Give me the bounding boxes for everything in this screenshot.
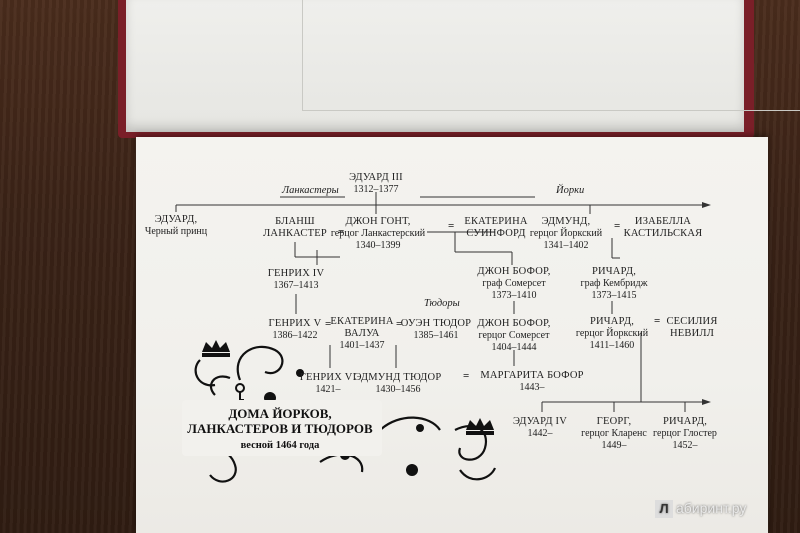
- person-name: МАРГАРИТА БОФОР: [480, 370, 584, 381]
- person-title: герцог Ланкастерский: [330, 228, 426, 239]
- person-title: Черный принц: [144, 226, 208, 237]
- plate-line-1: ДОМА ЙОРКОВ,: [228, 406, 332, 421]
- person-name: ДЖОН ГОНТ,: [345, 216, 411, 227]
- person-name: ЕКАТЕРИНА: [464, 216, 528, 227]
- map-illustration: [302, 0, 800, 111]
- person-name: ГЕОРГ,: [596, 416, 632, 427]
- house-label-lancaster: Ланкастеры: [282, 185, 339, 196]
- person-name: БЛАНШ: [275, 216, 315, 227]
- plate-line-3: весной 1464 года: [240, 440, 320, 451]
- person-dates: 1385–1461: [413, 330, 459, 341]
- person-name: ИЗАБЕЛЛА: [634, 216, 692, 227]
- person-name: РИЧАРД,: [589, 316, 635, 327]
- person-dates: 1443–: [519, 382, 545, 393]
- person-dates: 1386–1422: [272, 330, 318, 341]
- person-title: герцог Глостер: [653, 428, 717, 439]
- marriage-sign: =: [325, 318, 332, 330]
- person-title: герцог Йоркский: [529, 228, 603, 239]
- person-dates: 1430–1456: [375, 384, 421, 395]
- person-dates: 1404–1444: [491, 342, 537, 353]
- person-name: ДЖОН БОФОР,: [477, 266, 551, 277]
- person-name: ВАЛУА: [344, 328, 380, 339]
- marriage-sign: =: [654, 315, 661, 327]
- person-dates: 1367–1413: [273, 280, 319, 291]
- person-title: граф Кембридж: [580, 278, 648, 289]
- person-dates: 1340–1399: [355, 240, 401, 251]
- title-plate-bg: [182, 400, 382, 456]
- person-dates: 1449–: [601, 440, 627, 451]
- person-name: ДЖОН БОФОР,: [477, 318, 551, 329]
- person-dates: 1312–1377: [353, 184, 399, 195]
- marriage-sign: =: [614, 220, 621, 232]
- title-plate: ДОМА ЙОРКОВ, ЛАНКАСТЕРОВ И ТЮДОРОВ весно…: [185, 406, 375, 453]
- crown-icon: [466, 418, 494, 435]
- book-page: [136, 137, 768, 533]
- person-name: РИЧАРД,: [662, 416, 708, 427]
- person-name: ЕКАТЕРИНА: [330, 316, 394, 327]
- person-name: ЭДУАРД IV: [512, 416, 568, 427]
- person-name: ЭДМУНД,: [541, 216, 591, 227]
- marriage-sign: =: [338, 226, 345, 238]
- person-name: ЭДМУНД ТЮДОР: [354, 372, 442, 383]
- crown-icon: [202, 340, 230, 357]
- person-title: герцог Кларенс: [581, 428, 647, 439]
- person-name: ЛАНКАСТЕР: [263, 228, 327, 239]
- person-dates: 1452–: [672, 440, 698, 451]
- person-title: граф Сомерсет: [482, 278, 546, 289]
- person-title: герцог Йоркский: [575, 328, 649, 339]
- person-name: ГЕНРИХ IV: [267, 268, 325, 279]
- person-title: герцог Сомерсет: [478, 330, 550, 341]
- marriage-sign: =: [396, 318, 403, 330]
- marriage-sign: =: [463, 370, 470, 382]
- person-name: ГЕНРИХ VI: [299, 372, 357, 383]
- person-edward-bp: ЭДУАРД,Черный принц: [145, 214, 207, 238]
- person-name: ОУЭН ТЮДОР: [400, 318, 472, 329]
- watermark-logo: Л: [655, 500, 673, 519]
- person-dates: 1411–1460: [589, 340, 635, 351]
- person-name: ЭДУАРД III: [349, 172, 403, 183]
- person-dates: 1373–1415: [591, 290, 637, 301]
- house-label-york: Йорки: [556, 185, 585, 196]
- person-name: ЭДУАРД,: [154, 214, 198, 225]
- plate-line-2: ЛАНКАСТЕРОВ И ТЮДОРОВ: [187, 421, 373, 436]
- person-name: КАСТИЛЬСКАЯ: [623, 228, 703, 239]
- person-name: РИЧАРД,: [591, 266, 637, 277]
- person-dates: 1401–1437: [339, 340, 385, 351]
- book-page-top: [126, 0, 800, 132]
- person-name: СЕСИЛИЯ: [666, 316, 718, 327]
- person-dates: 1442–: [527, 428, 553, 439]
- person-name: ГЕНРИХ V: [268, 318, 322, 329]
- house-label-tudor: Тюдоры: [424, 298, 460, 309]
- person-dates: 1341–1402: [543, 240, 589, 251]
- watermark-text: абиринт.ру: [676, 500, 747, 516]
- person-name: СУИНФОРД: [466, 228, 526, 239]
- person-dates: 1373–1410: [491, 290, 537, 301]
- person-dates: 1421–: [315, 384, 341, 395]
- person-name: НЕВИЛЛ: [669, 328, 715, 339]
- marriage-sign: =: [448, 220, 455, 232]
